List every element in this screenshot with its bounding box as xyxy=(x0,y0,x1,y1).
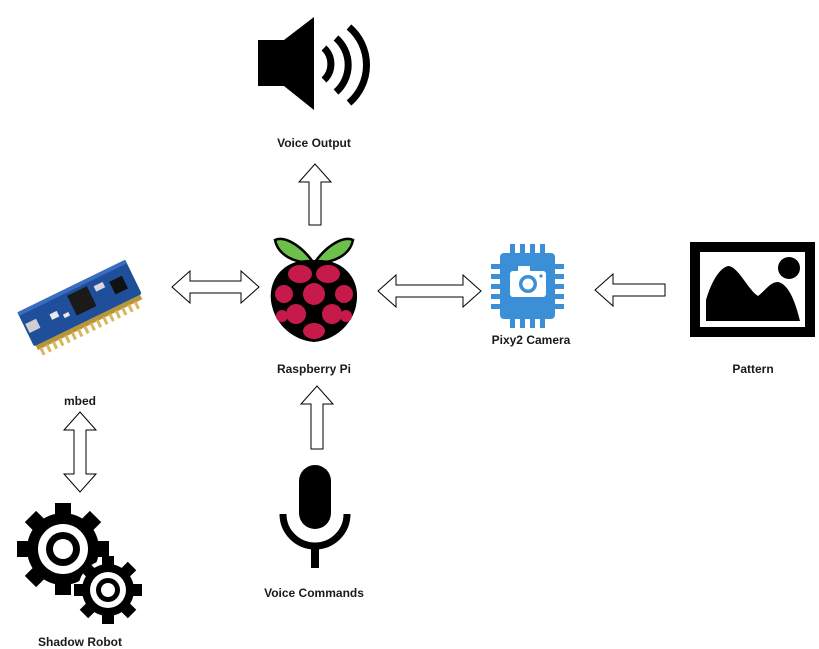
voice-output-label: Voice Output xyxy=(277,136,351,150)
arrow-mbed-robot xyxy=(62,411,98,493)
raspberry-pi-label: Raspberry Pi xyxy=(277,362,351,376)
arrow-pattern-to-camera xyxy=(594,272,666,308)
arrow-mbed-pi xyxy=(171,269,260,305)
voice-commands-label: Voice Commands xyxy=(264,586,364,600)
camera-chip-icon xyxy=(491,244,564,328)
mbed-board-icon xyxy=(17,259,143,356)
arrow-pi-to-voice-output xyxy=(297,163,333,226)
arrow-pi-camera xyxy=(377,273,482,309)
gears-icon xyxy=(17,503,142,624)
pattern-label: Pattern xyxy=(732,362,773,376)
mbed-label: mbed xyxy=(64,394,96,408)
shadow-robot-label: Shadow Robot xyxy=(38,635,122,649)
image-icon xyxy=(690,242,815,337)
speaker-icon xyxy=(258,17,370,110)
microphone-icon xyxy=(279,465,351,568)
pixy2-camera-label: Pixy2 Camera xyxy=(492,333,571,347)
arrow-voice-commands-to-pi xyxy=(299,385,335,450)
raspberry-pi-logo-icon xyxy=(270,237,358,342)
